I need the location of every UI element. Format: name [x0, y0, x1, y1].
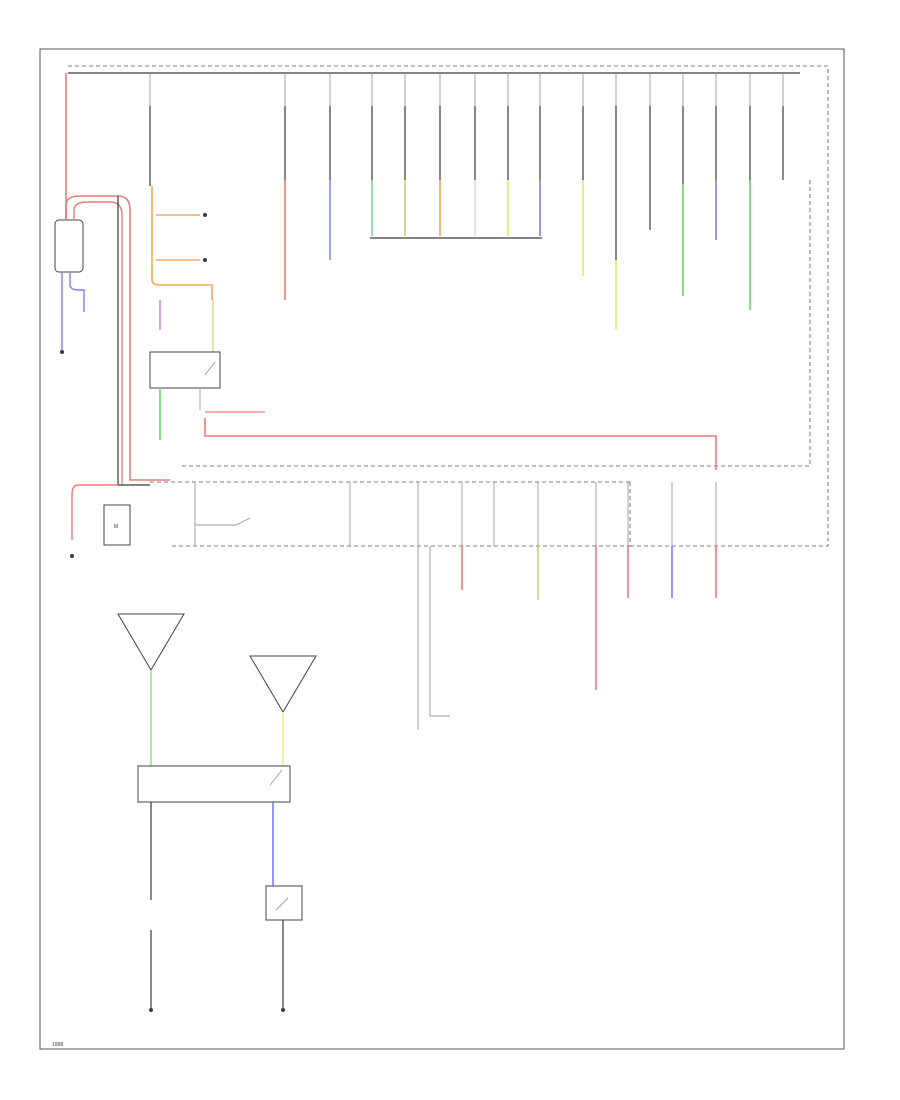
connector-dot-b	[203, 258, 207, 262]
switch-box	[265, 885, 303, 921]
controller-a	[117, 613, 185, 671]
controller-b	[249, 655, 317, 713]
connector-dot-a	[203, 213, 207, 217]
upper-interior-bus	[117, 196, 150, 486]
generator-feed-wire	[71, 484, 118, 540]
lower-ground-left	[149, 1008, 153, 1012]
ignition-switch-link	[195, 517, 251, 526]
starter	[103, 504, 131, 546]
battery	[54, 219, 84, 273]
generator-terminal	[70, 554, 74, 558]
switch-box-contact	[275, 897, 289, 911]
fuse-box-lower-right-outline	[630, 538, 829, 547]
lower-relay	[137, 765, 291, 803]
lower-relay-switch	[269, 769, 283, 786]
relay-box	[149, 351, 221, 389]
battery-output-red-2	[73, 201, 123, 485]
wire-418-white	[417, 546, 450, 730]
ground-point	[60, 350, 64, 354]
starter-mark: M	[114, 524, 118, 530]
diagram-frame	[39, 48, 845, 1050]
fuse-box-upper-outline	[68, 65, 829, 538]
upper-fuse-drops	[149, 73, 784, 106]
fuse-box-lower-outline	[150, 481, 631, 547]
page-marker: 1998	[52, 1042, 63, 1048]
wire-orange-main	[151, 186, 213, 300]
battery-sense-wire	[69, 272, 85, 312]
wire-red-relay-b	[204, 418, 717, 470]
relay-switch	[199, 361, 216, 410]
lower-fuse-drops	[194, 482, 717, 546]
lower-ground-right	[281, 1008, 285, 1012]
